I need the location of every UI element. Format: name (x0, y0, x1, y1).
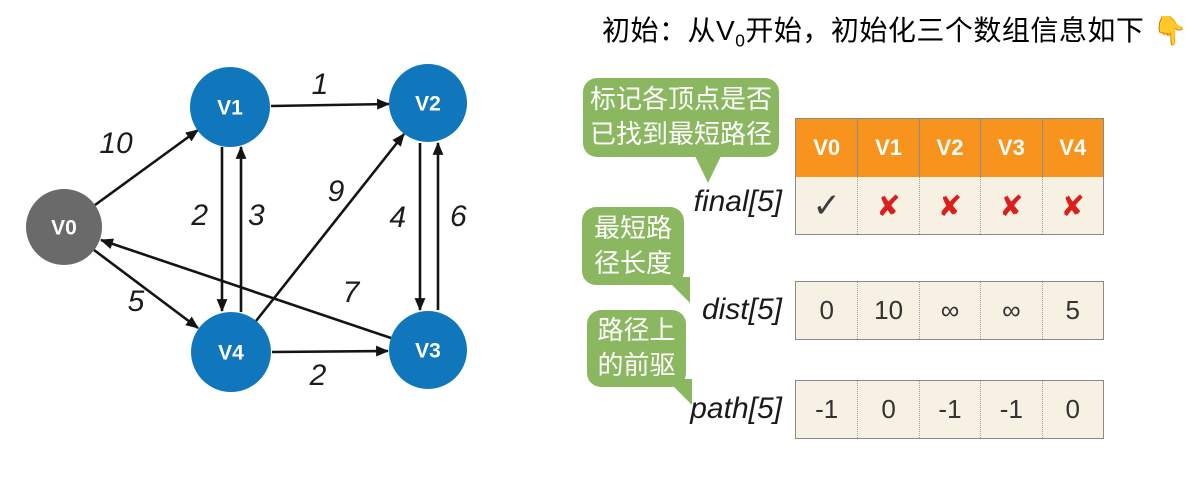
path-value: -1 (918, 381, 981, 438)
bubble-tail (695, 156, 721, 183)
column-header-v0: V0 (796, 119, 858, 177)
callout-final: 标记各顶点是否 已找到最短路径 (583, 78, 779, 183)
table-header-row: V0 V1 V2 V3 V4 (796, 119, 1103, 177)
final-array-label: final[5] (693, 185, 782, 218)
edge-weight-v4-v1: 3 (248, 199, 265, 232)
node-v3-label: V3 (415, 340, 441, 363)
callout-path-line2: 的前驱 (597, 350, 676, 380)
final-check-icon: ✓ (796, 177, 858, 234)
callout-dist-line2: 径长度 (593, 248, 672, 278)
dist-value: ∞ (918, 282, 981, 339)
final-values-row: ✓ ✘ ✘ ✘ ✘ (796, 177, 1103, 234)
node-v2-label: V2 (415, 93, 441, 116)
column-header-v1: V1 (857, 119, 919, 177)
node-v3-circle (389, 311, 467, 389)
path-table: -1 0 -1 -1 0 (795, 380, 1104, 439)
edge-weight-v4-v2: 9 (328, 175, 345, 208)
dist-table: 0 10 ∞ ∞ 5 (795, 281, 1104, 340)
path-value: 0 (857, 381, 919, 438)
callout-path-line1: 路径上 (597, 315, 676, 345)
bubble-tail (666, 379, 692, 405)
node-v0-label: V0 (51, 217, 77, 240)
edge-weight-v2-v3: 4 (389, 201, 406, 234)
dist-value: ∞ (980, 282, 1042, 339)
page-title: 初始：从V0开始，初始化三个数组信息如下 👇 (602, 9, 1192, 52)
edge-v3-v0 (99, 238, 392, 340)
node-v1-circle (190, 67, 270, 147)
column-header-v4: V4 (1041, 119, 1103, 177)
final-table: V0 V1 V2 V3 V4 ✓ ✘ ✘ ✘ ✘ (795, 118, 1104, 235)
edge-weight-v1-v2: 1 (312, 68, 329, 101)
final-cross-icon: ✘ (980, 177, 1042, 234)
final-cross-icon: ✘ (857, 177, 919, 234)
dist-array-label: dist[5] (701, 293, 782, 326)
final-cross-icon: ✘ (1041, 177, 1103, 234)
edge-v0-v1 (94, 128, 199, 207)
path-values-row: -1 0 -1 -1 0 (796, 381, 1103, 438)
node-v4-circle (191, 312, 271, 392)
edge-weight-v3-v2: 6 (450, 200, 467, 233)
edge-v0-v4 (93, 248, 199, 330)
callout-dist: 最短路 径长度 (582, 207, 690, 303)
edge-weight-v0-v1: 10 (99, 127, 133, 160)
edge-v4-v2 (254, 133, 406, 322)
edge-weight-v1-v4: 2 (190, 199, 208, 232)
edge-weight-v3-v0: 7 (343, 276, 361, 309)
edge-v1-v2 (270, 98, 391, 110)
title-prefix: 初始：从V (602, 15, 736, 46)
dist-value: 10 (857, 282, 919, 339)
callout-path: 路径上 的前驱 (587, 310, 692, 405)
path-value: -1 (980, 381, 1042, 438)
dist-value: 5 (1041, 282, 1103, 339)
edge-weight-v4-v3: 2 (309, 359, 327, 392)
column-header-v3: V3 (980, 119, 1042, 177)
edge-v4-v3 (271, 345, 390, 357)
pointing-down-emoji: 👇 (1152, 15, 1188, 46)
graph-diagram: 10 1 2 3 9 4 6 7 5 2 V0 V1 V2 V3 V4 (26, 64, 467, 392)
path-value: -1 (796, 381, 858, 438)
dist-values-row: 0 10 ∞ ∞ 5 (796, 282, 1103, 339)
callout-final-line2: 已找到最短路径 (589, 119, 772, 149)
node-v0-circle (26, 189, 102, 265)
edge-weight-v0-v4: 5 (128, 285, 145, 318)
column-header-v2: V2 (918, 119, 981, 177)
title-suffix: 开始，初始化三个数组信息如下 (745, 15, 1153, 46)
dist-value: 0 (796, 282, 858, 339)
node-v1-label: V1 (217, 97, 243, 120)
title-v-subscript: 0 (735, 30, 746, 51)
path-value: 0 (1041, 381, 1103, 438)
node-v4-label: V4 (218, 342, 244, 365)
node-v2-circle (389, 64, 467, 142)
bubble-tail (664, 277, 690, 303)
path-array-label: path[5] (690, 392, 782, 425)
final-cross-icon: ✘ (918, 177, 981, 234)
callout-dist-line1: 最短路 (593, 213, 672, 243)
callout-final-line1: 标记各顶点是否 (589, 84, 772, 114)
